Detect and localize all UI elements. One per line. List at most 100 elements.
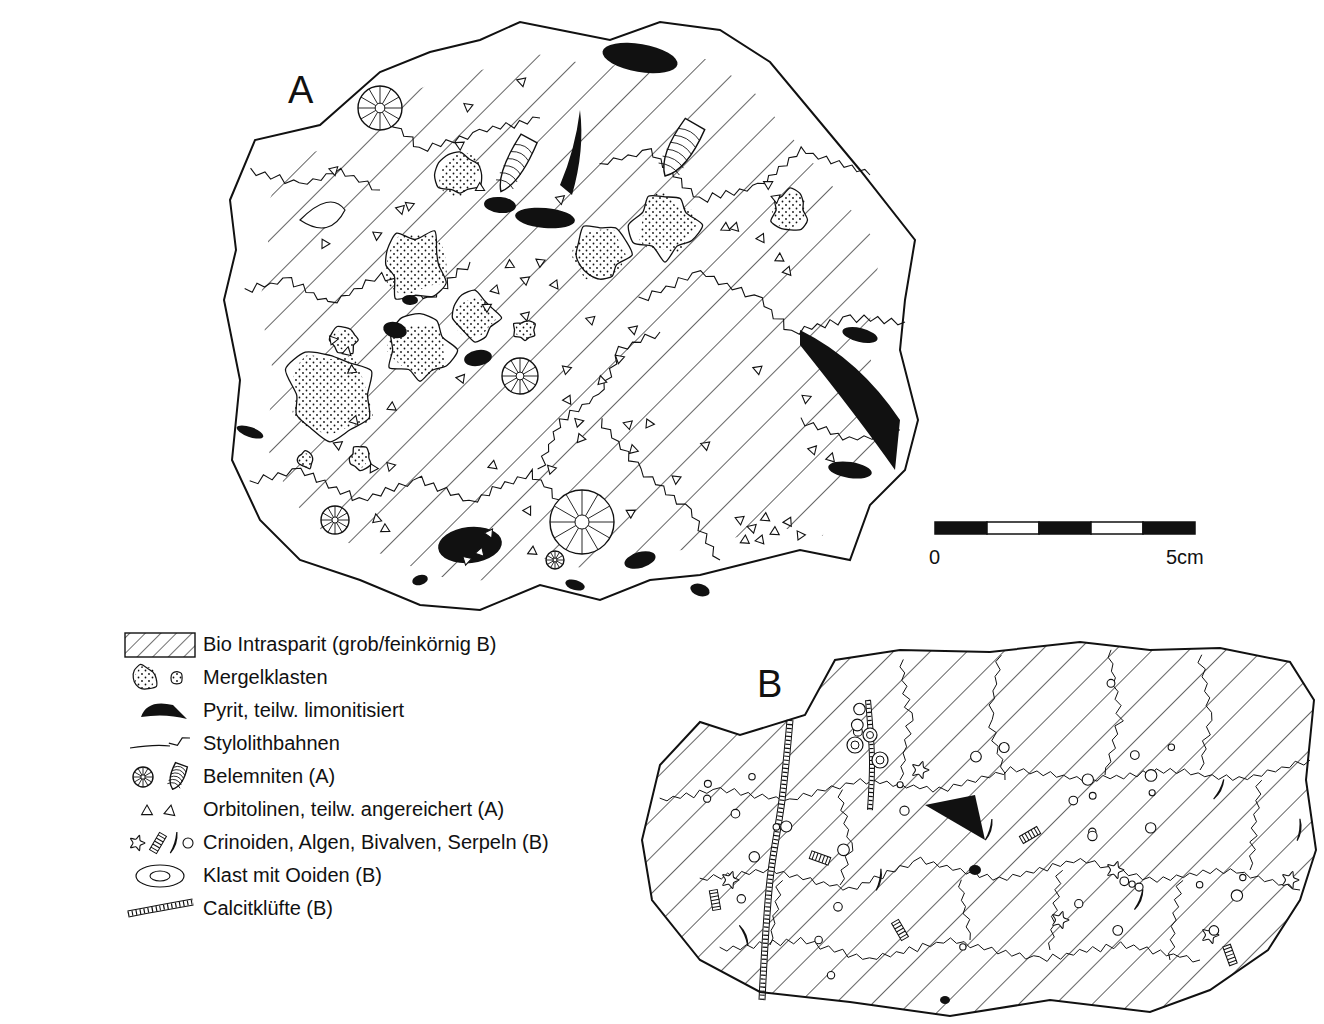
alga-septum [1224,947,1232,950]
belemnite-ray [380,113,381,130]
pyrite-nodule [463,348,493,369]
scale-segment [935,522,987,534]
orbitolina [515,76,525,87]
orbitolina [544,462,556,474]
orbitolina [404,202,414,211]
alga-septum [900,934,907,938]
orbitolina [142,805,153,815]
orbitolina [756,232,768,243]
serpula-tube [854,703,865,714]
serpula-tube [749,773,755,779]
marl-clast [771,188,808,230]
belemnite-growth-line [675,133,697,148]
orbitolina [342,346,352,356]
orbitolina [596,375,607,385]
legend-sample [128,902,193,914]
legend-sample [130,738,190,748]
ooid-clast [872,752,888,768]
serpula-tube [827,972,834,979]
ooid-outer [872,752,888,768]
calcite-vein-ticks [762,720,790,1000]
belemnite-ray [323,522,332,527]
belemnite-ray [335,523,336,534]
pyrite-nodule [622,548,657,572]
belemnite-ray [589,522,614,523]
belemnite-ray [523,378,535,385]
belemnite-ray [134,778,141,782]
belemnite-growth-line [679,126,701,141]
bivalve-shell [1213,779,1226,799]
belemnite-ray [566,528,578,550]
legend-hatch [125,633,195,657]
belemnite-ray [384,97,399,106]
legend-sample [142,804,177,815]
orbitolina [533,255,545,267]
belemnite-long [492,134,538,196]
pyrite-nodule [402,295,419,306]
belemnite-body [492,134,538,196]
belemnite-ray [358,108,375,109]
belemnite-ray [511,360,518,372]
calcite-vein-band [762,720,790,1000]
calcite-vein [762,720,790,1000]
belemnite-ray [588,506,610,518]
legend-sample [130,832,193,854]
orbitolina [318,239,330,250]
legend-ooid-clast [136,865,184,887]
calcite-vein-band [868,700,872,810]
orbitolina [628,323,640,335]
alga-septum [1226,954,1234,957]
alga-septum [712,903,720,904]
serpula-tube [1075,900,1083,908]
belemnite-growth-line [173,765,187,772]
alga-fragment [1019,827,1040,844]
orbitolina [783,517,792,526]
orbitolina [754,535,764,545]
pyrite-nodule [841,324,879,346]
pyrite-nodule [411,573,429,587]
serpula-tube [815,936,823,944]
belemnite-ray [546,560,553,561]
orbitolina [782,265,793,276]
belemnite-ray [557,556,563,560]
orbitolina [574,434,586,446]
stylolite-seam [720,937,1200,962]
alga-septum [156,838,163,842]
stylolite-seam [538,332,660,469]
specimen-a [200,0,960,640]
orbitolina [556,196,566,206]
belemnite-rim [321,506,349,534]
belemnite-ray [554,506,576,518]
belemnite-growth-line [671,140,693,155]
orbitolina [550,280,562,292]
belemnite-section [550,490,614,554]
calcite-vein-fill [762,720,790,1000]
belemnite-ray [504,367,516,374]
belemnite-growth-line [667,147,689,162]
pyrite-nodule [564,577,586,592]
alga-septum [819,854,822,862]
orbitolina [759,513,770,525]
belemnite-core [575,515,589,529]
alga-septum [1034,828,1038,835]
crinoid-ossicle [1053,911,1069,928]
serpula-tube [1240,874,1246,880]
belemnite-ray [338,520,349,521]
alga-septum [1028,832,1032,839]
orbitolina [771,191,783,203]
ooid-clast [863,728,877,742]
crinoid-ossicle [1108,861,1124,878]
belemnite-ray [582,529,583,554]
bivalve-shell [984,819,994,841]
alga-septum [1227,957,1235,960]
legend-ooid [150,871,170,881]
alga-septum [711,899,719,900]
orbitolina [793,528,805,540]
orbitolina [719,222,730,234]
marl-clast-stipple [515,321,536,340]
orbitolina [396,206,407,216]
belemnite-body [166,762,188,791]
serpula-tube [834,903,843,912]
alga-fragment [809,851,831,865]
